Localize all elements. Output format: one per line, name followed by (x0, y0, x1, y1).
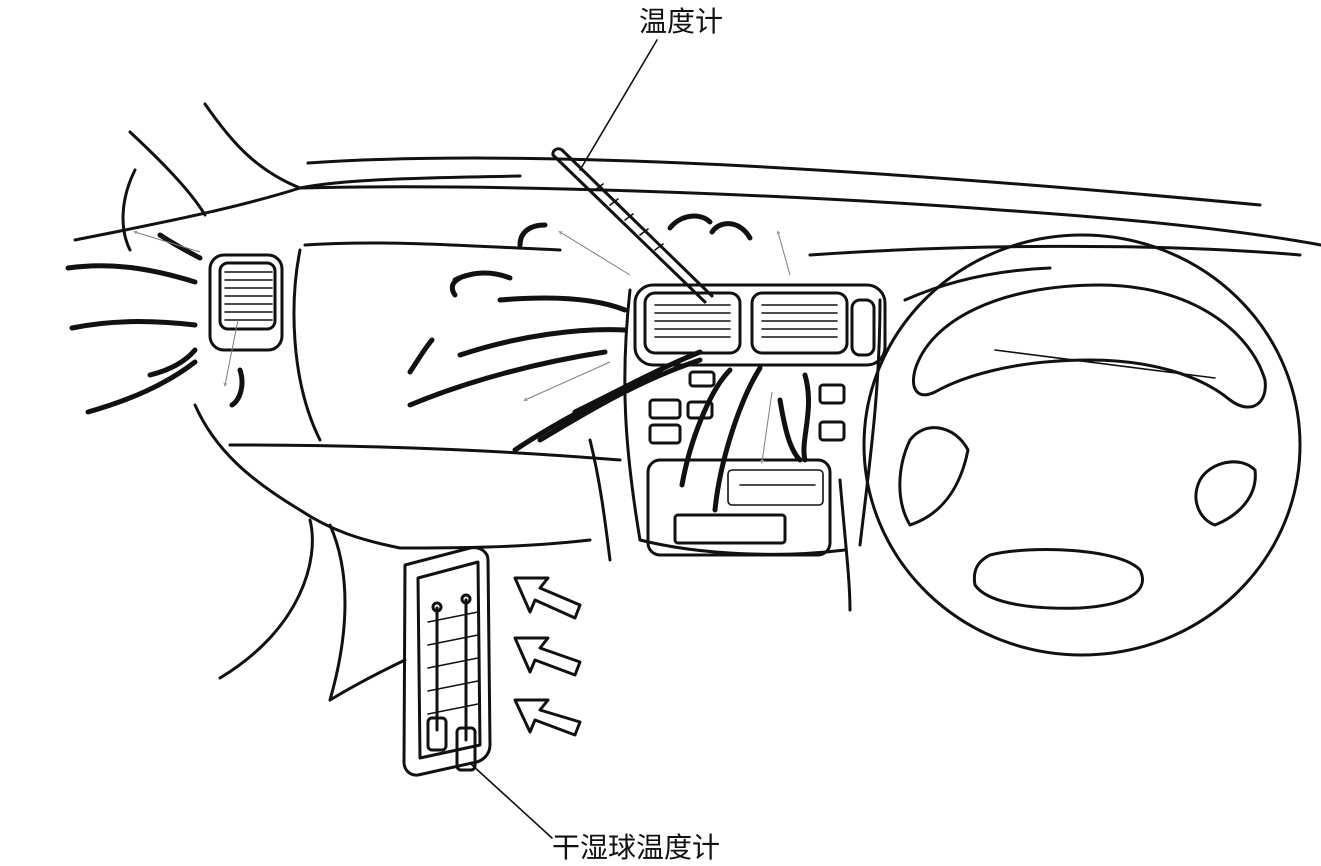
intake-airflow-arrows (513, 576, 582, 737)
thermometer-leader-line (579, 39, 658, 171)
psychrometer-label: 干湿球温度计 (552, 831, 721, 864)
thermometer-probe (551, 147, 714, 304)
left-airflow-lines (65, 232, 245, 415)
thermometer-label: 温度计 (639, 5, 724, 38)
steering-wheel (862, 233, 1302, 657)
center-airflow-lines (407, 213, 811, 513)
left-side-vent (208, 253, 284, 352)
center-console (623, 283, 887, 557)
vent-airflow-arrows (133, 230, 791, 464)
psychrometer-board (402, 546, 492, 777)
psychrometer-leader-line (471, 764, 553, 839)
dashboard-outline (73, 102, 1321, 702)
